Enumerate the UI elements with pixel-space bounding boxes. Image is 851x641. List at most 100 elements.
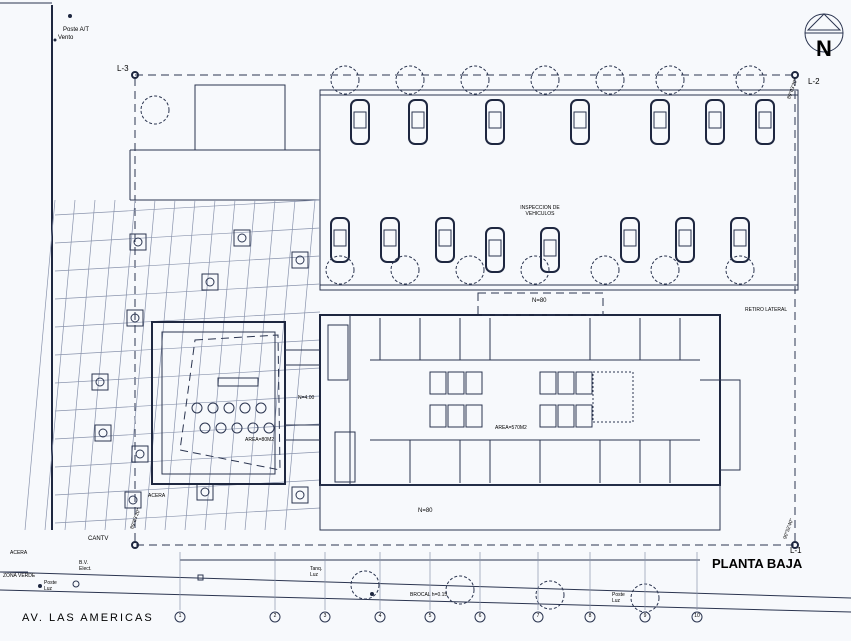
garden-plot <box>194 84 286 151</box>
car-icon <box>570 99 590 145</box>
lindero-marker-l1 <box>791 541 799 549</box>
axis-marker-icon <box>474 611 486 623</box>
car-icon <box>350 99 370 145</box>
level-label: N=4.00 <box>298 395 315 401</box>
car-icon <box>730 217 750 263</box>
planter-icon <box>124 491 142 509</box>
lindero-marker-l3 <box>131 71 139 79</box>
desk-icon <box>429 371 447 395</box>
walkway <box>285 349 320 441</box>
paved-plaza-grid <box>24 199 321 531</box>
elevator <box>327 324 349 381</box>
table-icon <box>207 402 219 414</box>
desk-icon <box>539 371 557 395</box>
area-label: AREA=570M2 <box>495 425 527 431</box>
tree-icon <box>330 65 360 95</box>
archive-shelves <box>592 371 634 423</box>
planter-icon <box>233 229 251 247</box>
tree-icon <box>535 580 565 610</box>
car-roof <box>438 229 452 247</box>
car-icon <box>435 217 455 263</box>
car-icon <box>650 99 670 145</box>
axis-label: 1 <box>178 613 182 619</box>
axis-marker-icon <box>584 611 596 623</box>
tree-icon <box>455 255 485 285</box>
curb-line-2 <box>0 589 851 613</box>
car-icon <box>408 99 428 145</box>
trees <box>140 65 765 613</box>
tree-icon <box>650 255 680 285</box>
inspection-label: INSPECCION DE VEHICULOS <box>520 205 560 217</box>
table-icon <box>255 402 267 414</box>
planter-icon <box>129 233 147 251</box>
axis-label: 6 <box>478 613 482 619</box>
car-roof <box>543 239 557 257</box>
tree-icon <box>595 65 625 95</box>
car-roof <box>623 229 637 247</box>
tree-icon <box>390 255 420 285</box>
lindero-l1-label: L-1 <box>790 546 802 555</box>
parking-lot <box>319 89 799 291</box>
curb-label: BROCAL h=0.15 <box>410 592 448 598</box>
desk-icon <box>557 404 575 428</box>
car-roof <box>383 229 397 247</box>
axis-marker-icon <box>174 611 186 623</box>
north-label: N <box>816 36 832 61</box>
table-icon <box>199 422 211 434</box>
tree-icon <box>445 575 475 605</box>
axis-label: 5 <box>428 613 432 619</box>
car-icon <box>330 217 350 263</box>
axis-marker-icon <box>691 611 703 623</box>
car-roof <box>411 111 425 129</box>
tree-icon <box>325 255 355 285</box>
axis-marker-icon <box>269 611 281 623</box>
pole-icon <box>38 584 42 588</box>
car-icon <box>675 217 695 263</box>
axis-label: 10 <box>694 613 700 619</box>
desk-icon <box>557 371 575 395</box>
lindero-l3-label: L-3 <box>117 64 129 73</box>
ramp <box>700 379 741 471</box>
cafeteria-kiosk <box>151 321 286 485</box>
car-icon <box>705 99 725 145</box>
car-icon <box>540 227 560 273</box>
parking-cars <box>330 99 775 273</box>
entrance-canopy <box>477 292 604 316</box>
table-icon <box>223 402 235 414</box>
car-roof <box>758 111 772 129</box>
axis-marker-icon <box>532 611 544 623</box>
axis-label: 3 <box>323 613 327 619</box>
car-roof <box>488 111 502 129</box>
street-light-label: Poste Luz <box>612 592 625 604</box>
street-name: AV. LAS AMERICAS <box>22 612 154 624</box>
tree-icon <box>725 255 755 285</box>
desk-icon <box>575 404 593 428</box>
table-icon <box>215 422 227 434</box>
axis-marker-icon <box>374 611 386 623</box>
axis-grid <box>174 552 703 623</box>
tree-icon <box>655 65 685 95</box>
planter-icon <box>291 486 309 504</box>
table-icon <box>263 422 275 434</box>
car-icon <box>485 99 505 145</box>
car-roof <box>488 239 502 257</box>
tree-icon <box>140 95 170 125</box>
desk-icon <box>447 371 465 395</box>
axis-label: 7 <box>536 613 540 619</box>
axis-label: 2 <box>273 613 277 619</box>
car-roof <box>353 111 367 129</box>
desk-icon <box>539 404 557 428</box>
desk-icon <box>465 371 483 395</box>
planter-icon <box>126 309 144 327</box>
level-label: N=80 <box>532 298 547 304</box>
desk-icon <box>465 404 483 428</box>
car-roof <box>573 111 587 129</box>
tree-icon <box>460 65 490 95</box>
lower-terrace <box>319 484 721 531</box>
desk-icon <box>575 371 593 395</box>
lindero-marker-l2 <box>791 71 799 79</box>
tree-icon <box>350 570 380 600</box>
axis-marker-icon <box>639 611 651 623</box>
planter-icon <box>291 251 309 269</box>
